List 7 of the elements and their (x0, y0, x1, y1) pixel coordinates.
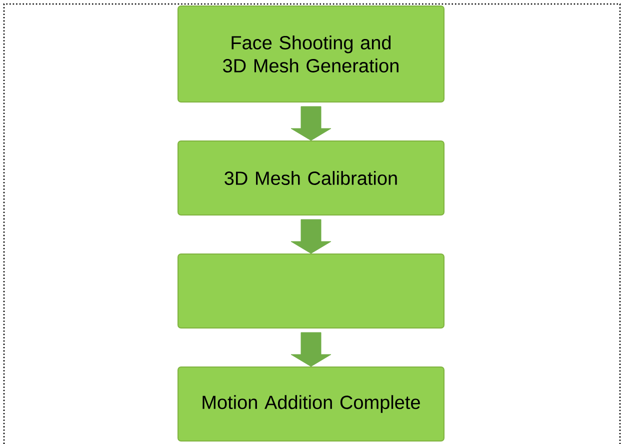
process-box: 3D Mesh Calibration (178, 140, 444, 216)
process-box: Face Shooting and 3D Mesh Generation (178, 6, 444, 102)
arrow (290, 106, 332, 141)
arrow (290, 219, 332, 254)
arrow (290, 332, 332, 367)
process-box (178, 254, 444, 328)
process-box: Motion Addition Complete (178, 366, 444, 442)
